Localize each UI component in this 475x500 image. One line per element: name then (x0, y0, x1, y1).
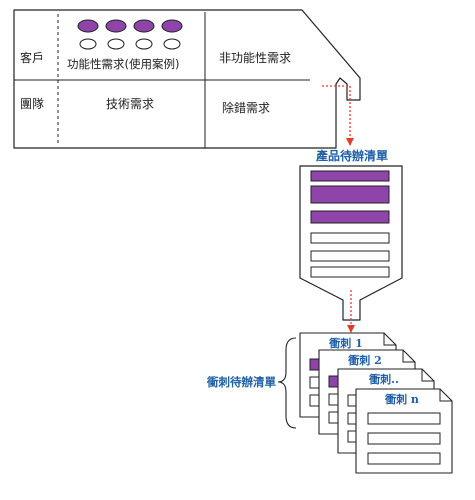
requirements-funnel-outline (13, 9, 361, 149)
product-backlog-item (310, 170, 390, 182)
sprint-documents: 衝刺 1 衝刺 2 衝刺.. 衝刺 n (299, 332, 453, 474)
arrow-to-sprint-backlog (347, 290, 355, 333)
product-backlog-items (310, 170, 390, 278)
use-case-empty-icon (107, 38, 125, 50)
use-case-icons (77, 19, 183, 50)
non-functional-requirements-label: 非功能性需求 (219, 51, 291, 65)
sprint-document: 衝刺 n (355, 388, 453, 474)
product-backlog-item (310, 185, 390, 204)
use-case-filled-icon (105, 19, 127, 33)
use-case-filled-icon (161, 19, 183, 33)
sprint-task-bar (367, 412, 441, 425)
product-backlog-title: 產品待辦清單 (315, 148, 388, 163)
use-case-filled-icon (77, 19, 99, 33)
row-label-customer: 客戶 (20, 50, 44, 65)
product-backlog-item (310, 210, 390, 224)
sprint-task-bar (367, 432, 441, 445)
sprint-document-fold (402, 350, 415, 363)
sprint-document-page (355, 388, 453, 474)
sprint-backlog-label: 衝刺待辦清單 (206, 375, 276, 389)
use-case-empty-icon (163, 38, 181, 50)
use-case-empty-icon (79, 38, 97, 50)
arrow-to-product-backlog (322, 85, 354, 146)
sprint-document-fold (383, 333, 396, 346)
technical-requirements-label: 技術需求 (106, 97, 154, 111)
use-case-empty-icon (135, 38, 153, 50)
sprint-document-title: 衝刺.. (368, 372, 399, 386)
sprint-document-fold (421, 369, 434, 382)
use-case-filled-icon (133, 19, 155, 33)
sprint-document-title: 衝刺 1 (328, 336, 362, 350)
product-backlog-item (310, 250, 390, 262)
product-backlog-item (310, 266, 390, 278)
sprint-task-bar (367, 452, 441, 465)
row-label-team: 團隊 (20, 96, 44, 111)
product-backlog-item (310, 232, 390, 244)
sprint-document-title: 衝刺 n (384, 392, 419, 406)
functional-requirements-label: 功能性需求(使用案例) (67, 57, 179, 71)
sprint-backlog-brace (277, 337, 297, 429)
bugfix-requirements-label: 除錯需求 (222, 100, 270, 115)
sprint-document-fold (439, 389, 452, 402)
sprint-document-title: 衝刺 2 (347, 353, 381, 367)
